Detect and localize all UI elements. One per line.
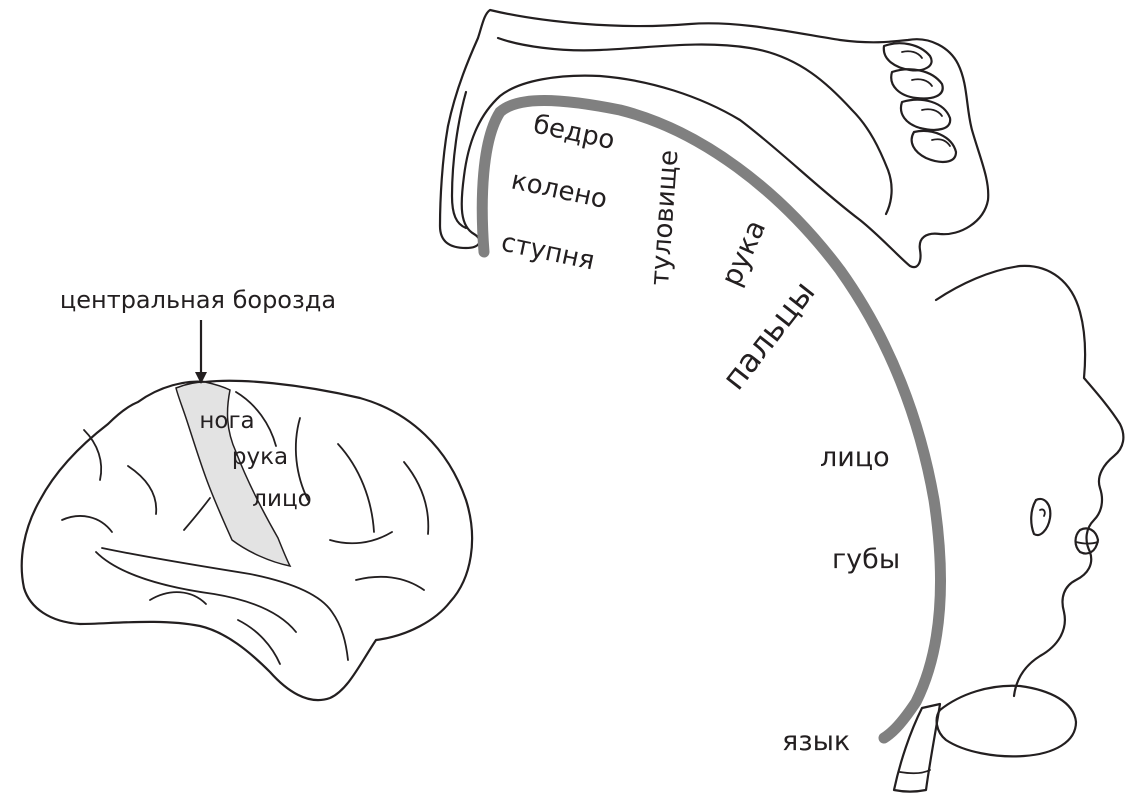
fold-2 — [62, 516, 112, 532]
label-hip: бедро — [531, 110, 618, 156]
fold-7 — [404, 462, 428, 534]
brain-region-leg: нога — [199, 408, 254, 434]
homunculus-leg-outline — [440, 10, 988, 267]
toe-1 — [884, 43, 932, 70]
label-foot: ступня — [499, 228, 598, 277]
fold-12 — [238, 620, 280, 664]
fold-6 — [330, 532, 392, 543]
homunculus-head-outline — [936, 266, 1123, 696]
lateral-sulcus — [102, 548, 348, 660]
brain-drawing — [22, 320, 472, 700]
eye-icon — [1040, 509, 1045, 516]
toe-nail-2 — [912, 79, 932, 86]
label-arm: рука — [714, 215, 772, 291]
ear-icon — [1031, 499, 1050, 535]
toe-2 — [891, 69, 942, 98]
temporal-lobe-edge — [96, 552, 296, 632]
label-trunk: туловище — [645, 149, 684, 287]
label-lips: губы — [832, 544, 900, 575]
toe-nail-4 — [932, 139, 950, 146]
fold-9 — [356, 577, 424, 590]
fold-3 — [184, 498, 210, 530]
tongue-outline — [937, 686, 1076, 757]
toe-3 — [901, 100, 950, 130]
jaw-ridge — [900, 770, 930, 773]
fold-1 — [128, 466, 156, 514]
homunculus-sole — [452, 92, 466, 228]
label-fingers: пальцы — [714, 274, 822, 397]
fold-10 — [150, 592, 206, 604]
brain-region-arm: рука — [232, 444, 288, 470]
label-tongue: язык — [782, 726, 850, 757]
fold-5 — [338, 444, 374, 532]
toe-nail-3 — [922, 109, 942, 116]
brain-region-face: лицо — [252, 486, 311, 512]
label-knee: колено — [509, 166, 610, 216]
label-face: лицо — [820, 442, 890, 473]
central-sulcus-label: центральная борозда — [60, 286, 336, 314]
toe-nail-1 — [902, 51, 922, 58]
